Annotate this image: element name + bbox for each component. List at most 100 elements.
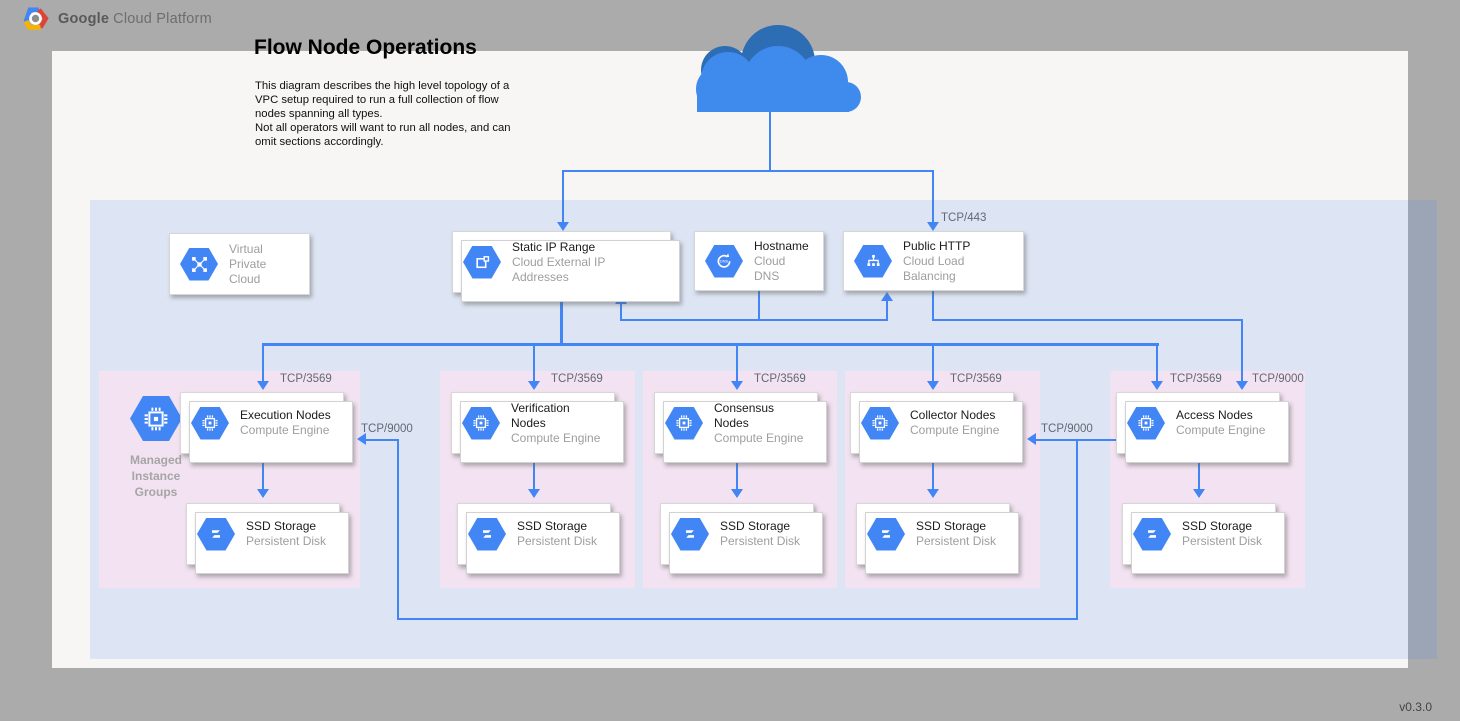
vpc-icon <box>180 247 218 281</box>
card-subtitle: Compute Engine <box>240 423 330 437</box>
arrowhead-consensus-ssd <box>731 489 743 498</box>
connector-dns-to-static-ip <box>620 303 622 320</box>
card-collector-ssd: SSD Storage Persistent Disk <box>856 503 1019 574</box>
card-virtual-private-cloud: Virtual Private Cloud <box>169 233 310 295</box>
card-verification-nodes: Verification Nodes Compute Engine <box>451 392 624 463</box>
description-line: Not all operators will want to run all n… <box>255 122 511 134</box>
persistent-disk-icon <box>671 517 709 551</box>
cloud-dns-icon: DNS <box>705 244 743 278</box>
card-consensus-nodes: Consensus Nodes Compute Engine <box>654 392 827 463</box>
description-line: VPC setup required to run a full collect… <box>255 94 499 106</box>
card-title: Execution Nodes <box>240 408 331 422</box>
brand-cloud-platform: Cloud Platform <box>113 10 212 27</box>
port-label-3569: TCP/3569 <box>1170 373 1222 385</box>
card-title: Static IP Range <box>512 239 596 254</box>
instance-group-icon <box>130 396 182 441</box>
persistent-disk-icon <box>197 517 235 551</box>
card-title: SSD Storage <box>246 519 317 533</box>
card-verification-ssd: SSD Storage Persistent Disk <box>457 503 620 574</box>
arrowhead-load-balancer <box>927 222 939 231</box>
card-title: SSD Storage <box>720 519 791 533</box>
port-label-3569: TCP/3569 <box>551 373 603 385</box>
card-title: Verification Nodes <box>511 400 570 430</box>
card-access-ssd: SSD Storage Persistent Disk <box>1122 503 1285 574</box>
port-label-3569: TCP/3569 <box>950 373 1002 385</box>
description-line: nodes spanning all types. <box>255 108 383 120</box>
page-description: This diagram describes the high level to… <box>255 79 535 149</box>
connector-to-load-balancer <box>932 170 934 223</box>
arrowhead-access-ssd <box>1193 489 1205 498</box>
persistent-disk-icon <box>468 517 506 551</box>
connector-lb-to-access <box>1241 319 1243 381</box>
card-access-nodes: Access Nodes Compute Engine <box>1116 392 1289 463</box>
card-public-http: Public HTTP Cloud Load Balancing <box>843 231 1024 291</box>
compute-engine-icon <box>665 406 703 440</box>
card-title: SSD Storage <box>517 519 588 533</box>
card-static-ip-range: Static IP Range Cloud External IP Addres… <box>452 231 680 302</box>
card-title: Virtual <box>229 241 263 256</box>
card-subtitle: Private Cloud <box>229 256 267 286</box>
card-subtitle: Cloud Load Balancing <box>903 253 965 283</box>
connector-lb-down <box>932 291 934 321</box>
card-subtitle: Compute Engine <box>511 430 601 445</box>
card-consensus-ssd: SSD Storage Persistent Disk <box>660 503 823 574</box>
card-subtitle: Persistent Disk <box>1182 534 1263 548</box>
description-line: omit sections accordingly. <box>255 136 384 148</box>
managed-instance-groups: Managed Instance Groups <box>116 396 196 500</box>
card-subtitle: Persistent Disk <box>246 534 327 548</box>
card-title: Hostname <box>754 238 809 253</box>
arrowhead-execution-ssd <box>257 489 269 498</box>
svg-text:DNS: DNS <box>720 260 729 264</box>
persistent-disk-icon <box>867 517 905 551</box>
arrowhead-collector <box>927 381 939 390</box>
connector-9000-up-left <box>397 439 399 620</box>
card-title: Consensus Nodes <box>714 400 775 430</box>
connector-consensus-to-ssd <box>736 455 738 491</box>
managed-instance-groups-label: Managed Instance Groups <box>116 452 196 500</box>
version-label: v0.3.0 <box>1399 700 1432 714</box>
arrowhead-verification-ssd <box>528 489 540 498</box>
card-title: Public HTTP <box>903 238 971 253</box>
card-execution-nodes: Execution Nodes Compute Engine <box>180 392 353 463</box>
card-title: SSD Storage <box>1182 519 1253 533</box>
connector-static-ip-trunk <box>560 294 563 344</box>
brand-google: Google <box>58 10 110 27</box>
internet-cloud-icon <box>696 25 861 112</box>
card-subtitle: Compute Engine <box>714 430 804 445</box>
card-subtitle: Compute Engine <box>910 423 1000 437</box>
connector-verification-to-ssd <box>533 455 535 491</box>
port-label-3569: TCP/3569 <box>754 373 806 385</box>
port-label-3569: TCP/3569 <box>280 373 332 385</box>
arrowhead-execution-9000 <box>357 433 366 445</box>
compute-engine-icon <box>191 406 229 440</box>
connector-9000-bottom <box>397 618 1078 620</box>
connector-execution-to-ssd <box>262 455 264 491</box>
card-collector-nodes: Collector Nodes Compute Engine <box>850 392 1023 463</box>
mig-label-line: Managed <box>129 453 182 467</box>
arrowhead-access-9000 <box>1236 381 1248 390</box>
card-title: Collector Nodes <box>910 408 996 422</box>
arrowhead-static-ip <box>557 222 569 231</box>
connector-to-static-ip <box>562 170 564 223</box>
connector-bus-to-verification <box>533 345 535 382</box>
card-subtitle: Persistent Disk <box>720 534 801 548</box>
load-balancing-icon <box>854 244 892 278</box>
port-label-9000: TCP/9000 <box>1041 423 1093 435</box>
connector-distribution-bus <box>262 343 1159 346</box>
arrowhead-verification <box>528 381 540 390</box>
arrowhead-access-3569 <box>1151 381 1163 390</box>
card-title: SSD Storage <box>916 519 987 533</box>
arrowhead-collector-9000 <box>1027 433 1036 445</box>
connector-collector-to-ssd <box>932 455 934 491</box>
connector-bus-to-collector <box>932 345 934 382</box>
connector-9000-to-execution <box>366 439 398 441</box>
connector-cloud-stem <box>769 112 771 171</box>
connector-dns-split <box>620 319 888 321</box>
card-subtitle: Compute Engine <box>1176 423 1266 437</box>
connector-access-to-ssd <box>1198 455 1200 491</box>
connector-bus-to-access <box>1156 345 1158 382</box>
compute-engine-icon <box>462 406 500 440</box>
